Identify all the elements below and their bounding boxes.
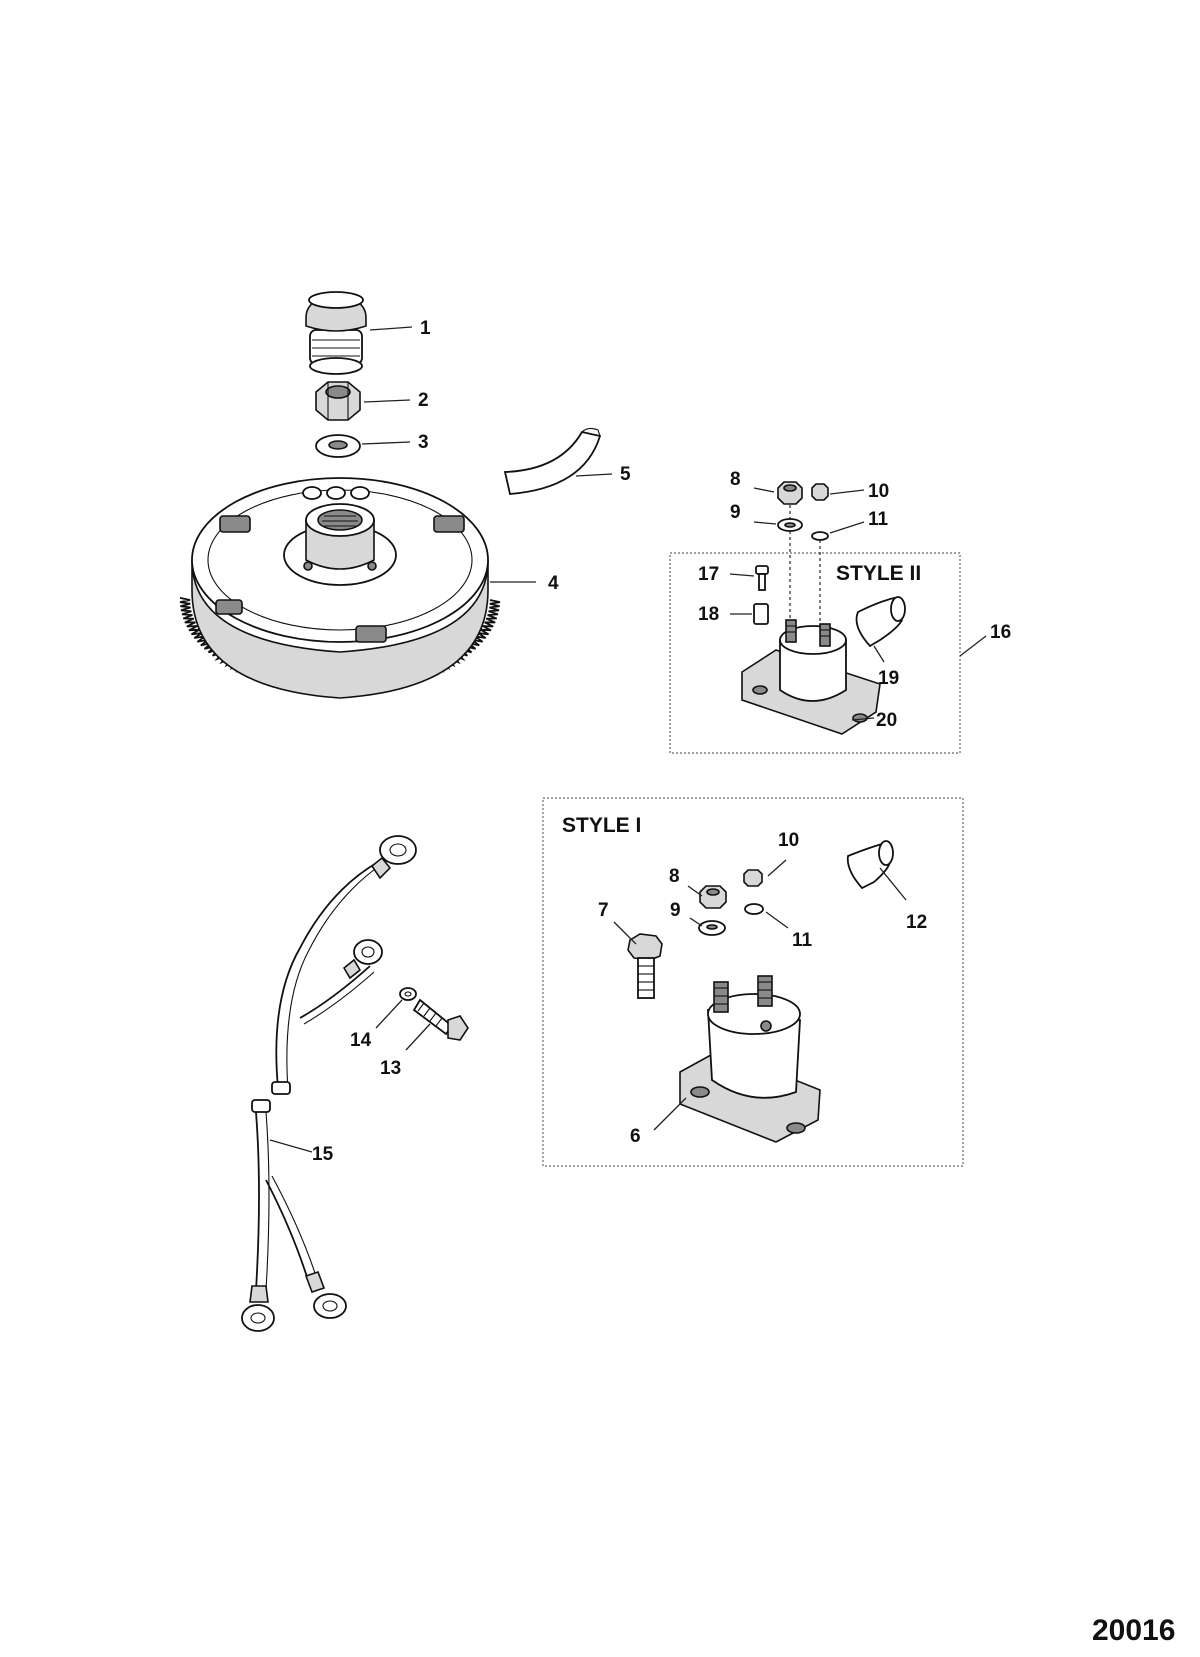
- callout-labels: 1 2 3 4 5 6 7 8 8 9 9 10 10 11 11 12 13 …: [312, 318, 1175, 1647]
- part-4-flywheel: [179, 477, 501, 699]
- callout-1: 1: [420, 318, 431, 339]
- callout-7: 7: [598, 900, 609, 921]
- callout-8-style-ii: 8: [730, 469, 741, 490]
- figure-number: 20016: [1092, 1614, 1175, 1647]
- callout-10-style-i: 10: [778, 830, 799, 851]
- style-i-title: STYLE I: [562, 814, 641, 837]
- callout-4: 4: [548, 573, 559, 594]
- part-3-washer: [315, 434, 361, 458]
- part-6-solenoid-style-i: [679, 975, 821, 1143]
- callout-6: 6: [630, 1126, 641, 1147]
- part-2-nut: [315, 381, 361, 421]
- part-15-battery-cable: [241, 835, 417, 1332]
- callout-15: 15: [312, 1144, 334, 1165]
- callout-16: 16: [990, 622, 1011, 643]
- callout-3: 3: [418, 432, 429, 453]
- callout-11-style-i: 11: [792, 930, 813, 951]
- callout-9-style-ii: 9: [730, 502, 741, 523]
- callout-10-style-ii: 10: [868, 481, 889, 502]
- callout-8-style-i: 8: [669, 866, 680, 887]
- callout-17: 17: [698, 564, 719, 585]
- leader-lines: [269, 326, 987, 1153]
- part-5-key: [503, 427, 602, 495]
- style-i-box: [542, 797, 964, 1167]
- style-ii-hardware: [777, 481, 829, 630]
- callout-19: 19: [878, 668, 899, 689]
- callout-2: 2: [418, 390, 429, 411]
- callout-11-style-ii: 11: [868, 509, 889, 530]
- style-ii-title: STYLE II: [836, 562, 921, 585]
- callout-9-style-i: 9: [670, 900, 681, 921]
- callout-5: 5: [620, 464, 631, 485]
- part-1-cap: [305, 291, 367, 375]
- callout-18: 18: [698, 604, 719, 625]
- style-ii-box: [669, 552, 961, 754]
- callout-20: 20: [876, 710, 897, 731]
- callout-13: 13: [380, 1058, 401, 1079]
- part-16-solenoid-style-ii: [741, 565, 906, 735]
- style-i-hardware: [627, 840, 894, 999]
- callout-12: 12: [906, 912, 927, 933]
- callout-14: 14: [350, 1030, 372, 1051]
- part-13-screw-and-14-washer: [399, 987, 469, 1041]
